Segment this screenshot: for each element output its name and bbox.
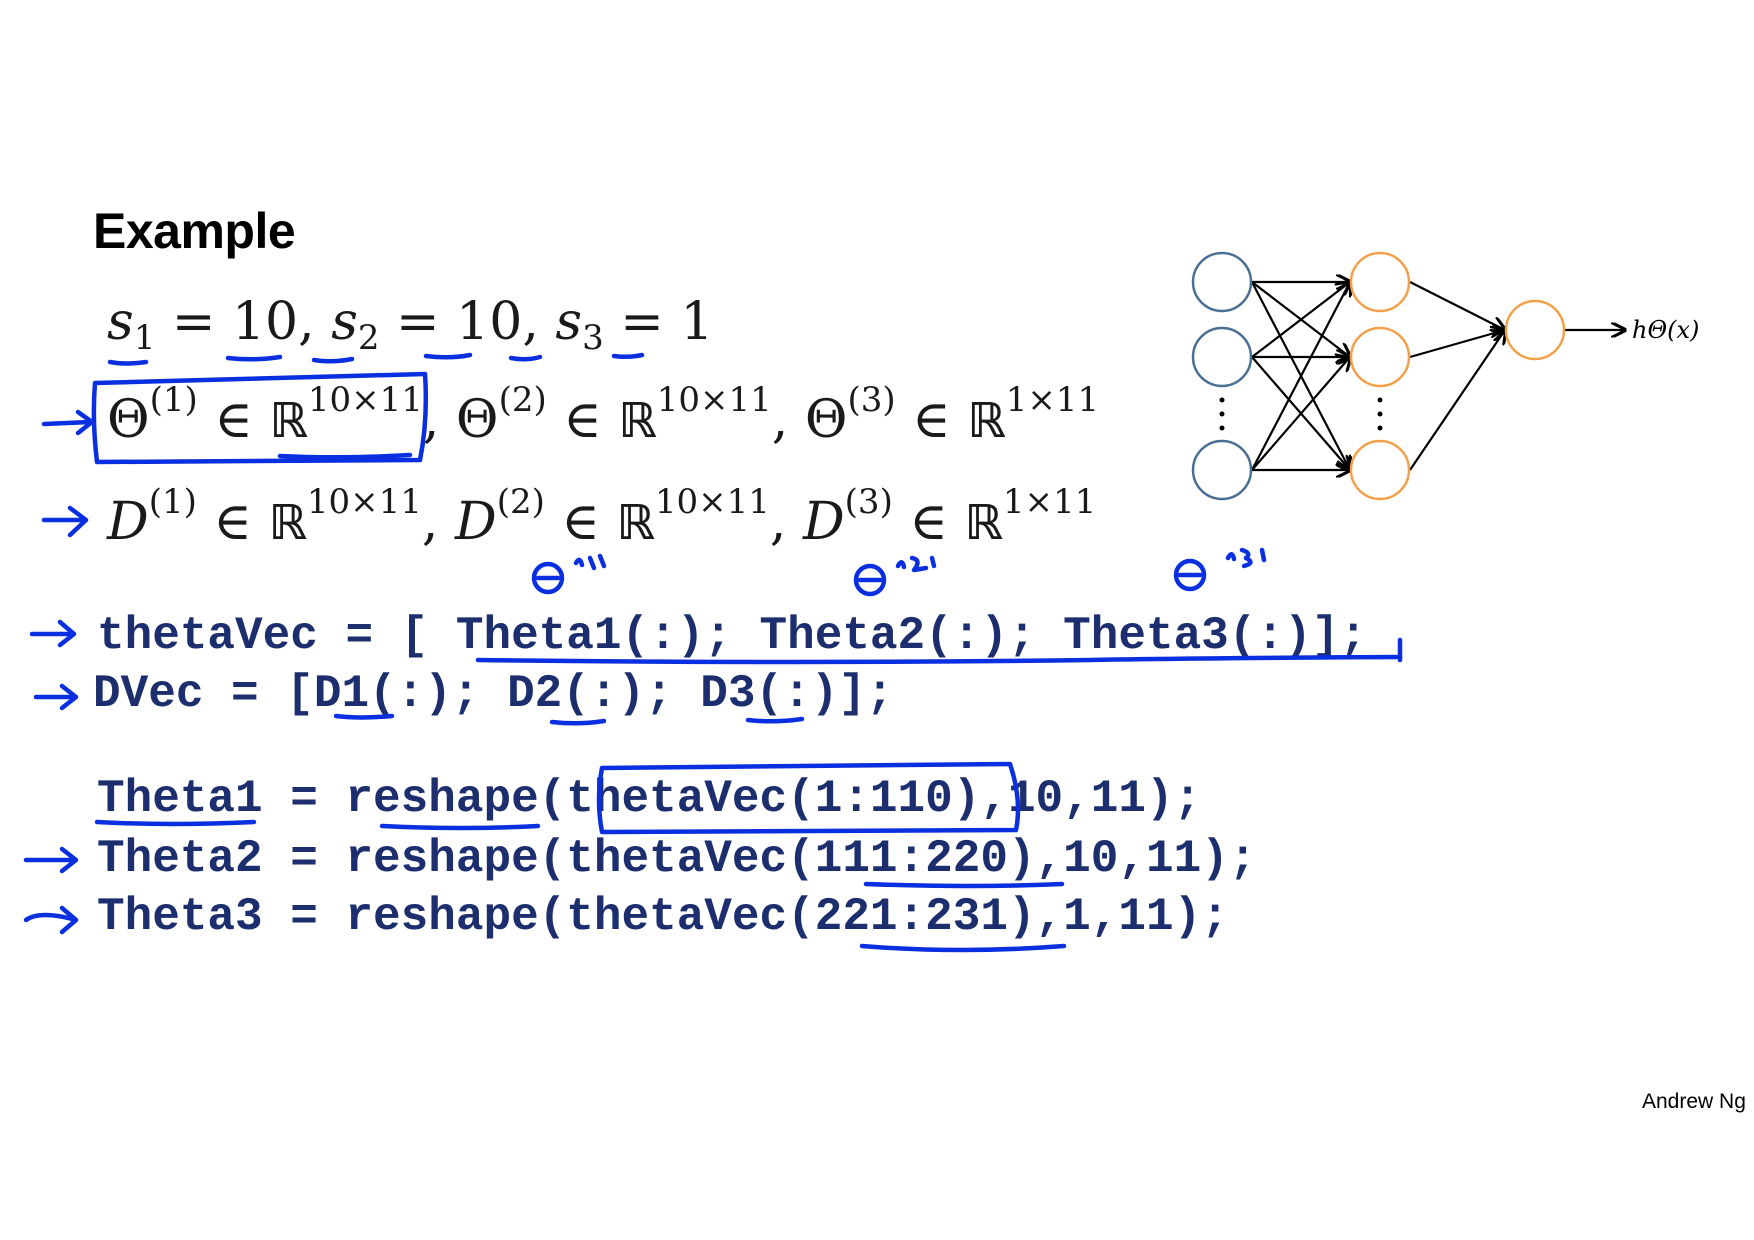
theta1-dim: 10×11 (307, 380, 423, 420)
ellipsis-dot (1377, 425, 1383, 431)
underline-10a (225, 354, 283, 362)
hidden-node (1349, 326, 1411, 388)
arrow-icon (29, 619, 77, 648)
underline-d1 (333, 713, 395, 720)
output-node (1504, 299, 1566, 361)
s2-value: 10 (456, 292, 523, 352)
layer-sizes: s1 = 10, s2 = 10, s3 = 1 (107, 292, 714, 358)
underline-1 (611, 352, 645, 360)
theta-dimensions: Θ(1) ∈ ℝ10×11, Θ(2) ∈ ℝ10×11, Θ(3) ∈ ℝ1×… (107, 380, 1100, 450)
code-line-dvec: DVec = [D1(:); D2(:); D3(:)]; (93, 668, 894, 720)
arrow-icon (23, 846, 79, 874)
underline-10b (423, 352, 473, 360)
hidden-node (1349, 251, 1411, 313)
author-credit: Andrew Ng (1642, 1090, 1746, 1113)
underline-range-221-231 (859, 943, 1067, 953)
underline-theta1 (94, 819, 257, 827)
underline-theta-concat (475, 654, 1403, 665)
thetavec-range-box (596, 761, 1021, 835)
theta2-dim: 10×11 (656, 380, 772, 420)
code-line-theta3-reshape: Theta3 = reshape(thetaVec(221:231),1,11)… (97, 891, 1229, 943)
theta-annotation-2 (853, 563, 887, 597)
input-node (1191, 439, 1253, 501)
theta3-dim: 1×11 (1005, 380, 1100, 420)
theta-annotation-1 (531, 561, 565, 595)
code-line-thetavec: thetaVec = [ Theta1(:); Theta2(:); Theta… (97, 610, 1367, 662)
underline-s1 (107, 359, 149, 366)
theta-annotation-3 (1173, 558, 1207, 592)
arrow-icon (41, 409, 95, 436)
d-dimensions: D(1) ∈ ℝ10×11, D(2) ∈ ℝ10×11, D(3) ∈ ℝ1×… (107, 482, 1097, 552)
underline-reshape (379, 823, 541, 831)
underline-s3 (508, 354, 543, 362)
underline-d3 (745, 716, 805, 724)
ellipsis-dot (1219, 425, 1225, 431)
hidden-node (1349, 439, 1411, 501)
d2-dim: 10×11 (654, 482, 770, 522)
ellipsis-dot (1377, 397, 1383, 403)
code-line-theta2-reshape: Theta2 = reshape(thetaVec(111:220),10,11… (97, 833, 1257, 885)
underline-s2 (311, 356, 355, 364)
output-label: hΘ(x) (1632, 316, 1699, 344)
ellipsis-dot (1219, 411, 1225, 417)
input-node (1191, 326, 1253, 388)
d1-dim: 10×11 (306, 482, 422, 522)
slide-title: Example (93, 203, 296, 259)
ellipsis-dot (1377, 411, 1383, 417)
d3-dim: 1×11 (1002, 482, 1097, 522)
ellipsis-dot (1219, 397, 1225, 403)
input-node (1191, 251, 1253, 313)
arrow-icon (33, 683, 79, 711)
arrow-icon (23, 905, 79, 935)
s1-value: 10 (231, 292, 299, 352)
underline-d2 (549, 718, 607, 726)
arrow-icon (41, 505, 89, 538)
s3-value: 1 (680, 292, 714, 352)
underline-range-111-220 (863, 881, 1065, 889)
theta1-highlight-box (91, 371, 429, 465)
